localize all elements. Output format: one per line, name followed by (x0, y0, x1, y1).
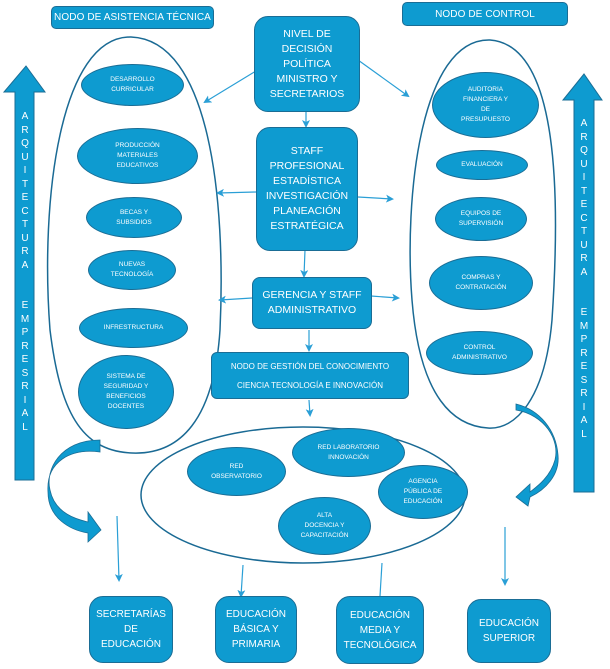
bottom-box-secretarias-label: SECRETARÍAS DE EDUCACIÓN (96, 609, 166, 650)
innovation-node-teaching: ALTA DOCENCIA Y CAPACITACIÓN (278, 497, 371, 555)
right-architecture-arrow (561, 73, 603, 493)
connector-staff-left (216, 188, 257, 197)
left-architecture-arrow (2, 65, 46, 481)
right-curved-arrow (515, 403, 559, 507)
bottom-box-media: EDUCACIÓN MEDIA Y TECNOLÓGICA (336, 596, 424, 664)
left-node-scholarships-label: BECAS Y SUBSIDIOS (116, 208, 152, 226)
left-node-technology: NUEVAS TECNOLOGÍA (88, 250, 176, 290)
left-arrow-label: A R Q U I T E C T U R A E M P R E S R I … (20, 111, 30, 433)
left-node-technology-label: NUEVAS TECNOLOGÍA (110, 261, 154, 278)
header-control: NODO DE CONTROL (402, 2, 568, 26)
left-node-materials-label: PRODUCCIÓN MATERIALES EDUCATIVOS (115, 142, 160, 169)
left-curved-arrow (47, 439, 102, 543)
right-arrow-label: A R Q U I T E C T U R A E M P R E S R I … (579, 118, 589, 440)
right-node-evaluation: EVALUACIÓN (436, 150, 528, 180)
bottom-box-basica-label: EDUCACIÓN BÁSICA Y PRIMARIA (225, 609, 286, 650)
control-node-outline (409, 39, 557, 429)
right-node-procurement-label: COMPRAS Y CONTRATACIÓN (455, 274, 507, 291)
innovation-node-observatory: RED OBSERVATORIO (187, 447, 286, 496)
innovation-node-agency-label: AGENCIA PÚBLICA DE EDUCACIÓN (403, 478, 443, 505)
connector-management-right (370, 293, 400, 302)
innovation-node-lab: RED LABORATORIO INNOVACIÓN (292, 428, 405, 477)
right-node-admin-control: CONTROL ADMINISTRATIVO (426, 331, 533, 375)
connector-staff-right (357, 194, 394, 203)
decision-level-label: NIVEL DE DECISIÓN POLÍTICA MINISTRO Y SE… (269, 27, 345, 100)
bottom-box-superior-label: EDUCACIÓN SUPERIOR (478, 618, 539, 644)
management-staff-label: GERENCIA Y STAFF ADMINISTRATIVO (262, 289, 362, 316)
decision-level-box: NIVEL DE DECISIÓN POLÍTICA MINISTRO Y SE… (254, 16, 360, 112)
left-node-materials: PRODUCCIÓN MATERIALES EDUCATIVOS (77, 128, 198, 184)
connector-management-left (218, 295, 253, 304)
left-node-security: SISTEMA DE SEGURIDAD Y BENEFICIOS DOCENT… (78, 355, 174, 429)
right-node-evaluation-label: EVALUACIÓN (461, 161, 503, 168)
bottom-box-basica: EDUCACIÓN BÁSICA Y PRIMARIA (215, 596, 297, 663)
bottom-box-secretarias: SECRETARÍAS DE EDUCACIÓN (89, 596, 173, 663)
header-technical-assistance-label: NODO DE ASISTENCIA TÉCNICA (54, 12, 211, 23)
left-node-curriculum-label: DESARROLLO CURRICULAR (110, 76, 155, 93)
left-node-infrastructure-label: INFRESTRUCTURA (103, 324, 164, 331)
bottom-box-superior: EDUCACIÓN SUPERIOR (467, 599, 551, 663)
right-node-audit-label: AUDITORIA FINANCIERA Y DE PRESUPUESTO (460, 86, 510, 123)
right-node-supervision-label: EQUIPOS DE SUPERVISIÓN (458, 210, 504, 227)
professional-staff-label: STAFF PROFESIONAL ESTADÍSTICA INVESTIGAC… (265, 145, 349, 232)
professional-staff-box: STAFF PROFESIONAL ESTADÍSTICA INVESTIGAC… (256, 127, 358, 251)
connector-to-media (379, 562, 383, 597)
innovation-node-agency: AGENCIA PÚBLICA DE EDUCACIÓN (378, 465, 468, 519)
connector-decision-left (203, 70, 257, 104)
connector-to-basica (237, 564, 246, 598)
bottom-box-media-label: EDUCACIÓN MEDIA Y TECNOLÓGICA (343, 609, 417, 651)
header-control-label: NODO DE CONTROL (435, 8, 535, 20)
connector-staff-management (300, 249, 309, 278)
innovation-node-lab-label: RED LABORATORIO INNOVACIÓN (317, 443, 380, 461)
left-node-infrastructure: INFRESTRUCTURA (79, 308, 188, 348)
right-node-admin-control-label: CONTROL ADMINISTRATIVO (452, 344, 507, 361)
knowledge-management-box: NODO DE GESTIÓN DEL CONOCIMIENTO CIENCIA… (211, 352, 409, 399)
innovation-node-teaching-label: ALTA DOCENCIA Y CAPACITACIÓN (300, 512, 349, 539)
right-node-supervision: EQUIPOS DE SUPERVISIÓN (435, 197, 527, 241)
knowledge-management-line1: NODO DE GESTIÓN DEL CONOCIMIENTO (230, 361, 390, 371)
connector-to-secretarias (114, 515, 123, 582)
connector-decision-right (357, 59, 410, 98)
header-technical-assistance: NODO DE ASISTENCIA TÉCNICA (51, 6, 214, 29)
knowledge-management-line2: CIENCIA TECNOLOGÍA E INNOVACIÓN (237, 380, 383, 390)
management-staff-box: GERENCIA Y STAFF ADMINISTRATIVO (252, 277, 372, 329)
assistance-node-outline (46, 36, 222, 454)
left-node-security-label: SISTEMA DE SEGURIDAD Y BENEFICIOS DOCENT… (103, 373, 149, 410)
left-node-curriculum: DESARROLLO CURRICULAR (81, 64, 184, 106)
left-node-scholarships: BECAS Y SUBSIDIOS (86, 197, 182, 238)
right-node-audit: AUDITORIA FINANCIERA Y DE PRESUPUESTO (432, 72, 539, 138)
right-node-procurement: COMPRAS Y CONTRATACIÓN (429, 256, 533, 310)
innovation-node-observatory-label: RED OBSERVATORIO (211, 462, 262, 480)
connector-knowledge-innovation (305, 399, 314, 417)
